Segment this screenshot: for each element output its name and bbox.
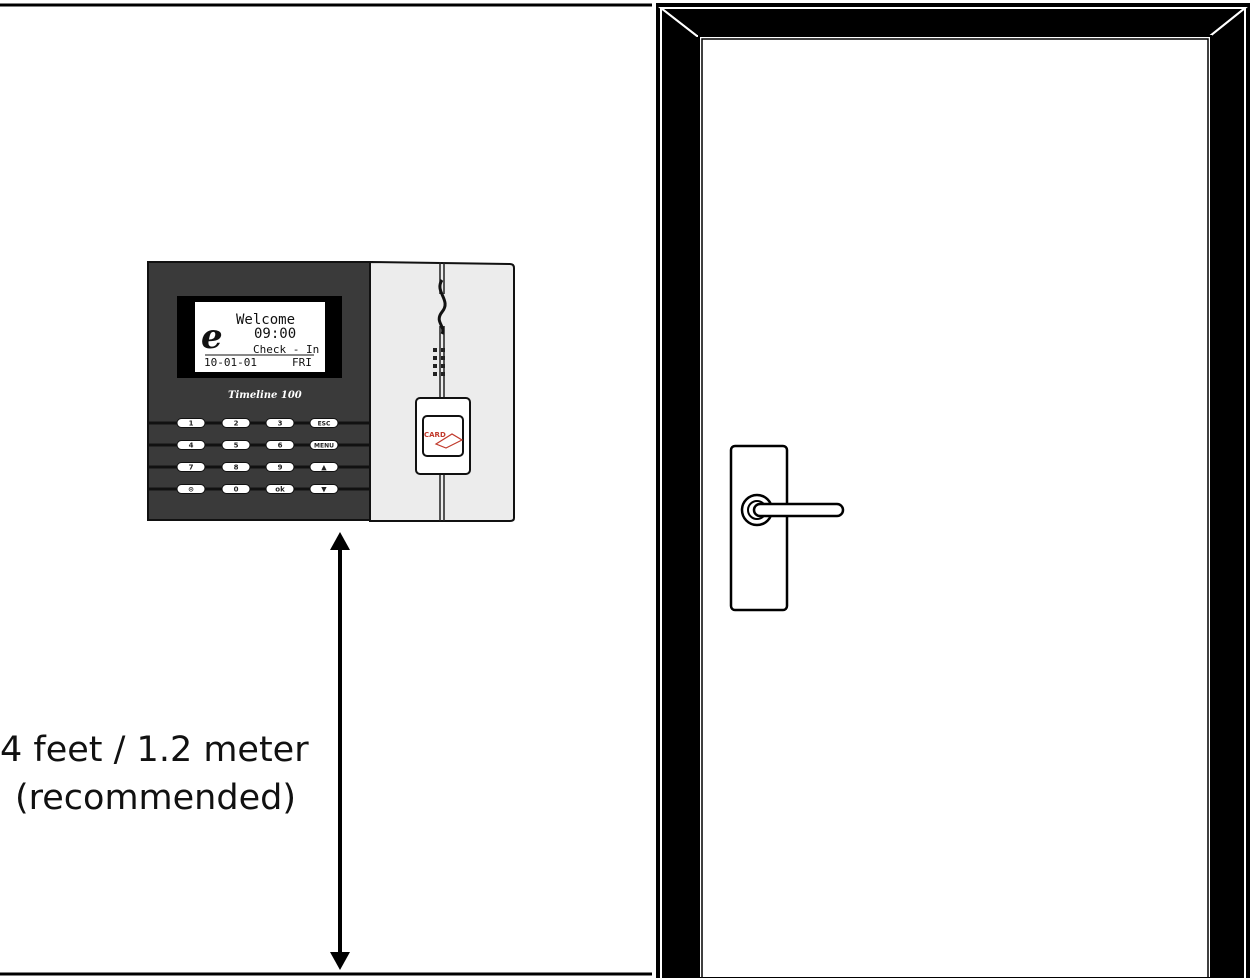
door-handle [729,444,845,612]
height-label-line1: 4 feet / 1.2 meter [0,730,309,770]
keypad-key[interactable]: 4 [176,440,206,450]
keypad-key[interactable]: ▲ [309,462,339,472]
speaker-grille-icon [433,348,445,376]
keypad-key-label: MENU [314,443,334,450]
keypad-key[interactable]: 1 [176,418,206,428]
screen-status: Check - In [253,343,319,356]
keypad-key-label: ESC [318,421,331,428]
screen-time: 09:00 [254,326,296,342]
handle-plate [729,444,789,612]
keypad-key[interactable]: 7 [176,462,206,472]
keypad-key[interactable]: MENU [309,440,339,450]
keypad-key-label: ▲ [321,464,327,472]
keypad-key-label: 2 [234,420,239,428]
keypad-key-label: 9 [278,464,283,472]
keypad-key-label: 1 [189,420,194,428]
keypad-key[interactable]: 2 [221,418,251,428]
handle-lever [752,502,845,518]
keypad-key-label: ok [275,486,285,494]
card-label: CARD [424,431,446,439]
keypad-key-label: 7 [189,464,194,472]
door-frame-top-bevel [658,7,1248,37]
device-side-panel [369,260,515,522]
keypad: 1 2 3 ESC 4 5 6 MENU 7 8 9 ▲ ⊙ 0 ok ▼ [176,418,339,494]
keypad-key-label: 5 [234,442,239,450]
keypad-key-label: 4 [189,442,194,450]
arrow-head-down [330,952,350,970]
time-clock-device: CARD e Welcome 09:00 Check - In 10-01-01… [147,260,515,522]
keypad-key-label: 0 [234,486,239,494]
card-hand-icon [434,433,464,449]
keypad-key[interactable]: 9 [265,462,295,472]
screen-welcome: Welcome [236,312,295,328]
height-label-line2: (recommended) [15,778,296,818]
screen-day: FRI [292,356,312,369]
brand-label: Timeline 100 [228,390,302,401]
height-arrow [330,532,350,970]
logo-letter-icon: e [201,317,223,357]
height-label: 4 feet / 1.2 meter (recommended) [0,726,320,822]
keypad-key[interactable]: 6 [265,440,295,450]
screen-date: 10-01-01 [204,356,257,369]
lcd-screen [195,302,325,372]
keypad-key[interactable]: ▼ [309,484,339,494]
keypad-key[interactable]: 5 [221,440,251,450]
panel-wave-icon [437,279,447,335]
keypad-key-label: 8 [234,464,239,472]
keypad-key-label: 6 [278,442,283,450]
keypad-key[interactable]: 0 [221,484,251,494]
keypad-key[interactable]: ESC [309,418,339,428]
keypad-key-label: ▼ [321,486,327,494]
keypad-key[interactable]: ⊙ [176,484,206,494]
keypad-key-label: 3 [278,420,283,428]
keypad-key[interactable]: 3 [265,418,295,428]
card-reader: CARD [415,397,471,475]
keypad-key-label: ⊙ [188,486,194,494]
arrow-head-up [330,532,350,550]
keypad-key[interactable]: ok [265,484,295,494]
keypad-key[interactable]: 8 [221,462,251,472]
